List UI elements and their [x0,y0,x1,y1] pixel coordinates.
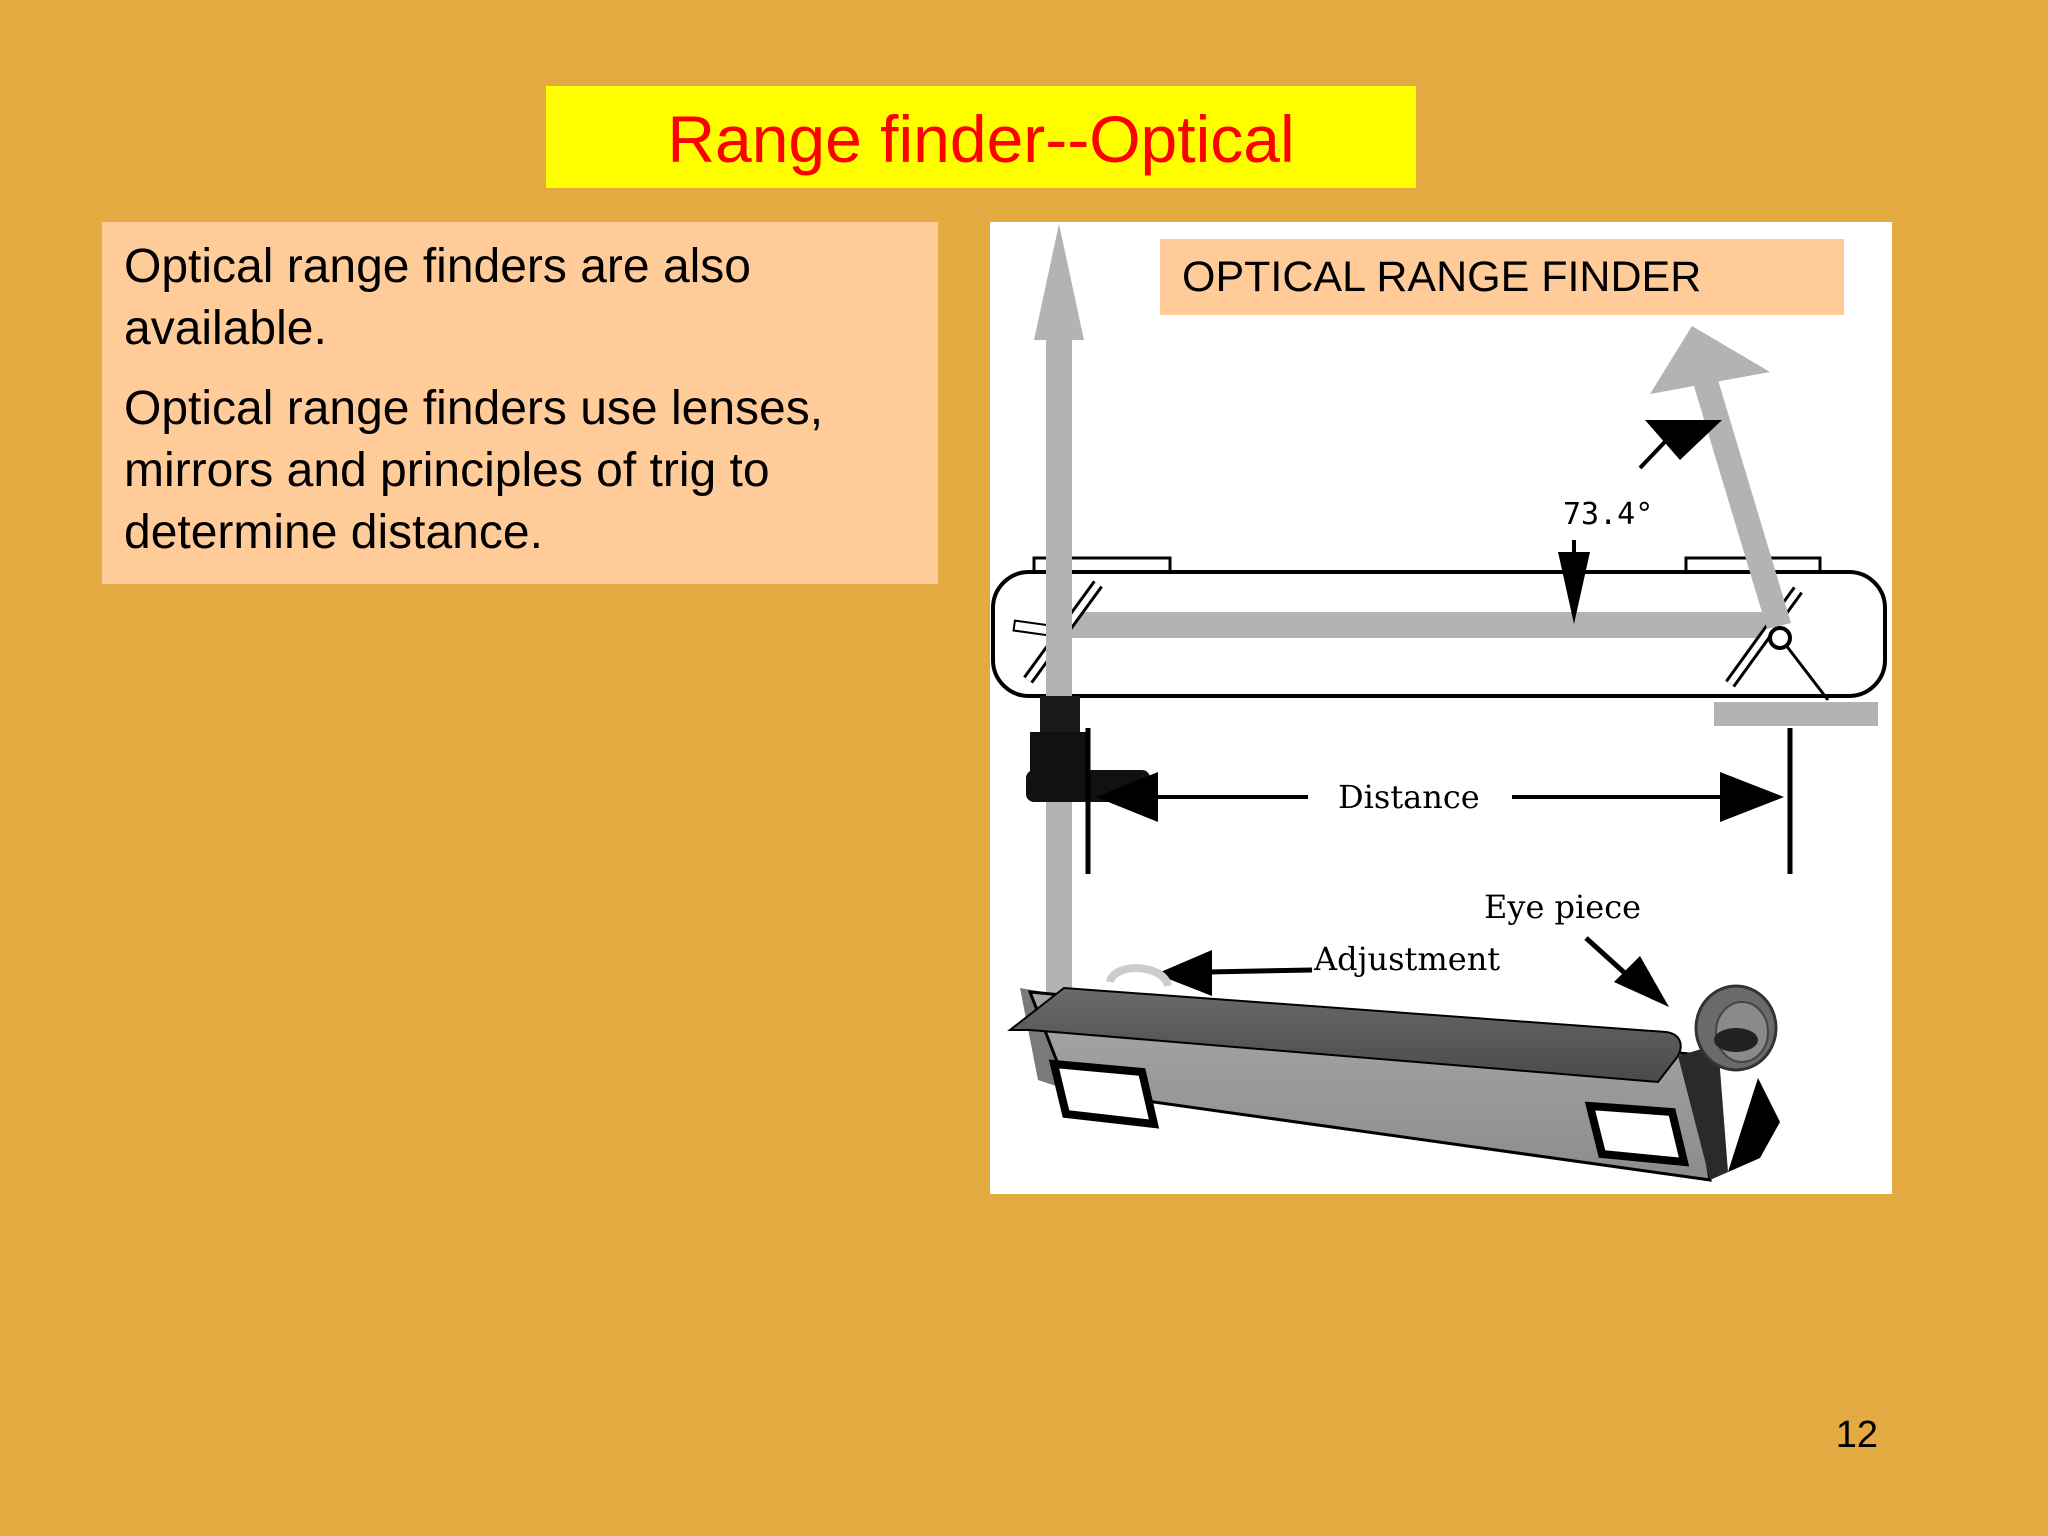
title-box: Range finder--Optical [546,86,1416,188]
horizontal-beam [1048,612,1770,638]
figure-label-box: OPTICAL RANGE FINDER [1160,239,1844,315]
bottom-plate [1714,702,1878,726]
eye-piece-label: Eye piece [1484,888,1641,926]
angled-beam [1650,326,1791,629]
adjustment-label: Adjustment [1313,940,1500,978]
distance-arrow-left [1096,772,1158,822]
angle-arrow-down [1558,552,1590,624]
range-finder-figure: 73.4° Distance Eye piece Adjustment [990,222,1892,1194]
eyepiece [1694,984,1778,1072]
eye-piece-arrow [1614,956,1669,1007]
rangefinder-body-3d [1007,986,1780,1182]
page-number: 12 [1835,1414,1878,1456]
slide-title: Range finder--Optical [667,102,1295,176]
angle-label: 73.4° [1563,497,1653,532]
figure-label: OPTICAL RANGE FINDER [1182,252,1702,301]
right-mirror [1725,586,1830,701]
distance-label: Distance [1338,778,1480,816]
body-text-box: Optical range finders are also available… [102,222,938,584]
paragraph-1: Optical range finders are also available… [124,240,751,355]
eye-piece-arrow-shaft [1584,936,1630,978]
adjustment-knob [1106,964,1172,988]
distance-arrow-right [1720,772,1784,822]
adjustment-arrow [1156,950,1212,996]
angle-arrow-top [1645,420,1722,460]
adjustment-arrow-shaft [1207,967,1313,975]
paragraph-2: Optical range finders use lenses, mirror… [124,382,824,559]
range-finder-diagram: 73.4° Distance Eye piece Adjustment [991,224,1887,1182]
